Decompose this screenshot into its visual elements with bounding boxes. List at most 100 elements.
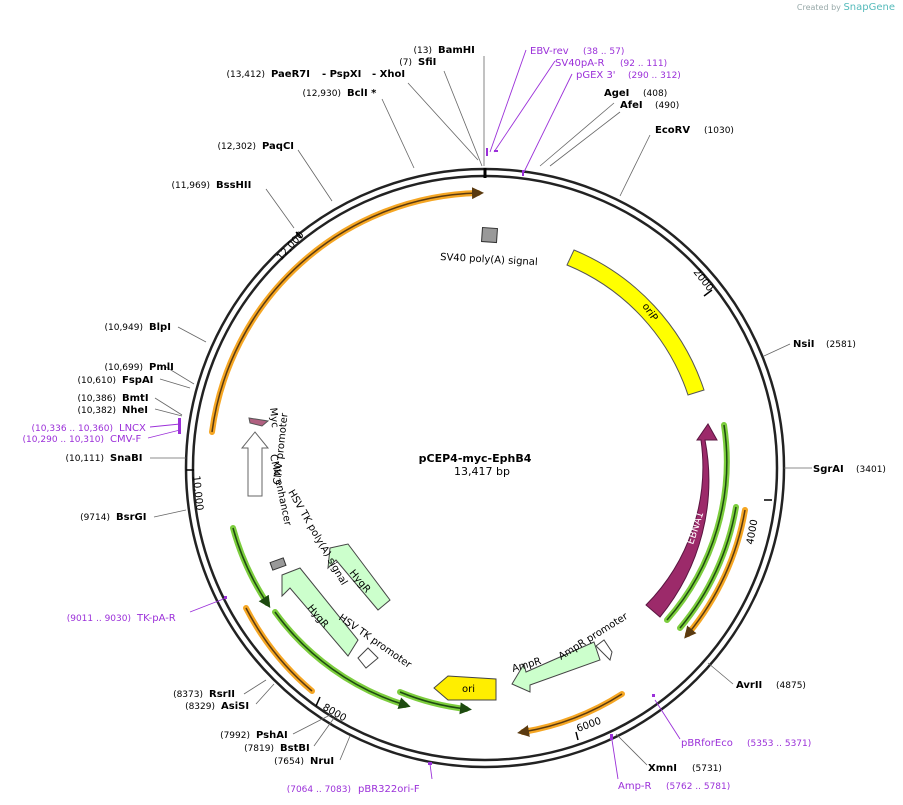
site-name-bstbi: BstBI (280, 743, 310, 754)
snapgene-credit: Created by SnapGene (797, 2, 895, 13)
center-label: pCEP4-myc-EphB4 13,417 bp (419, 452, 532, 478)
tick-12000: 12,000 (275, 230, 307, 263)
site-name-paer7i: PaeR7I (271, 69, 310, 80)
primer-name-sv40pa-r: SV40pA-R (555, 58, 604, 69)
primer-pos-tk-pa-r: (9011 .. 9030) (67, 614, 131, 624)
site-pos-bmti: (10,386) (77, 394, 116, 404)
snapgene-brand: SnapGene (843, 2, 895, 13)
site-labels: (13) BamHI (7) SfiI (13,412) PaeR7I - Ps… (65, 45, 885, 774)
site-pos-bsshii: (11,969) (171, 181, 210, 191)
site-name-nhei: NheI (122, 405, 148, 416)
primer-pos-pbrforeco: (5353 .. 5371) (747, 739, 811, 749)
site-pos-nrui: (7654) (274, 757, 304, 767)
primer-name-amp-r: Amp-R (618, 781, 652, 792)
site-name-xhoi: - XhoI (372, 69, 405, 80)
site-pos-bsrgi: (9714) (80, 513, 110, 523)
site-pos-nsii: (2581) (826, 340, 856, 350)
site-name-pmli: PmlI (149, 362, 174, 373)
primer-labels: EBV-rev (38 .. 57) SV40pA-R (92 .. 111) … (23, 46, 812, 795)
primer-pos-lncx: (10,336 .. 10,360) (32, 424, 113, 434)
tick-4000: 4000 (745, 519, 760, 546)
site-name-ecorv: EcoRV (655, 125, 690, 136)
site-pos-blpi: (10,949) (104, 323, 143, 333)
site-pos-fspai: (10,610) (77, 376, 116, 386)
primer-name-pbrforeco: pBRforEco (681, 738, 733, 749)
site-name-snabi: SnaBI (110, 453, 142, 464)
site-name-agei: AgeI (604, 88, 629, 99)
orf-arcs (209, 187, 748, 737)
site-pos-sgrai: (3401) (856, 465, 886, 475)
orf-arc-left-green (230, 525, 270, 606)
site-pos-rsrii: (8373) (173, 690, 203, 700)
hygr-outer-feature (281, 567, 359, 657)
hsv-tk-promoter-feature (357, 647, 379, 669)
primer-pos-ebv-rev: (38 .. 57) (583, 47, 624, 57)
site-name-sfii: SfiI (418, 57, 436, 68)
site-name-asisi: AsiSI (221, 701, 249, 712)
site-name-rsrii: RsrII (209, 689, 235, 700)
label-myc: Myc (267, 407, 280, 428)
ampr-feature (511, 641, 601, 693)
site-name-bmti: BmtI (122, 393, 149, 404)
site-pos-paer7i: (13,412) (226, 70, 265, 80)
primer-lines (147, 49, 681, 780)
site-name-bamhi: BamHI (438, 45, 475, 56)
myc-feature (248, 417, 270, 427)
label-ori: ori (462, 684, 475, 695)
orip-feature (566, 249, 705, 396)
primer-name-ebv-rev: EBV-rev (530, 46, 569, 57)
orf-arc-bottom-orange (520, 691, 625, 735)
primer-pos-sv40pa-r: (92 .. 111) (620, 59, 667, 69)
site-name-pspxi: - PspXI (322, 69, 361, 80)
site-pos-bcli: (12,930) (302, 89, 341, 99)
site-name-sgrai: SgrAI (813, 464, 844, 475)
primer-name-cmv-f: CMV-F (110, 434, 141, 445)
primer-pos-amp-r: (5762 .. 5781) (666, 782, 730, 792)
site-pos-xmni: (5731) (692, 764, 722, 774)
leader-lines (150, 56, 812, 766)
site-name-bsshii: BssHII (216, 180, 251, 191)
site-pos-pmli: (10,699) (104, 363, 143, 373)
sv40-polya-marker (480, 226, 499, 244)
plasmid-length: 13,417 bp (454, 465, 510, 478)
features (240, 226, 718, 701)
primer-marks (178, 148, 655, 765)
site-name-bcli: BclI * (347, 88, 377, 99)
primer-pos-cmv-f: (10,290 .. 10,310) (23, 435, 104, 445)
site-name-pshai: PshAI (256, 730, 288, 741)
site-pos-pshai: (7992) (220, 731, 250, 741)
site-name-paqci: PaqCI (262, 141, 294, 152)
site-pos-nhei: (10,382) (77, 406, 116, 416)
tick-10000: 10,000 (190, 475, 205, 511)
primer-name-lncx: LNCX (119, 423, 146, 434)
site-pos-bamhi: (13) (414, 46, 432, 56)
label-sv40-polya: SV40 poly(A) signal (440, 252, 538, 268)
site-pos-ecorv: (1030) (704, 126, 734, 136)
site-pos-bstbi: (7819) (244, 744, 274, 754)
site-name-fspai: FspAI (122, 375, 153, 386)
site-name-afei: AfeI (620, 100, 643, 111)
cmv-enhancer-feature (240, 431, 270, 497)
site-pos-sfii: (7) (399, 58, 412, 68)
primer-name-pgex3: pGEX 3' (576, 70, 616, 81)
ebna1-feature (645, 423, 718, 618)
site-name-nrui: NruI (310, 756, 334, 767)
primer-name-tk-pa-r: TK-pA-R (136, 613, 176, 624)
ampr-promoter-feature (595, 639, 613, 661)
site-pos-agei: (408) (643, 89, 667, 99)
site-pos-snabi: (10,111) (65, 454, 104, 464)
hygr-inner-feature (327, 543, 391, 611)
site-pos-avrii: (4875) (776, 681, 806, 691)
primer-name-pbr322ori-f: pBR322ori-F (358, 784, 420, 795)
hsv-tk-polya-marker (269, 557, 287, 571)
site-pos-asisi: (8329) (185, 702, 215, 712)
orf-arc-top (209, 190, 481, 435)
site-name-xmni: XmnI (648, 763, 677, 774)
ori-feature (433, 675, 497, 701)
primer-pos-pgex3: (290 .. 312) (628, 71, 681, 81)
site-pos-paqci: (12,302) (217, 142, 256, 152)
site-name-nsii: NsiI (793, 339, 814, 350)
site-pos-afei: (490) (655, 101, 679, 111)
site-name-avrii: AvrII (736, 680, 762, 691)
